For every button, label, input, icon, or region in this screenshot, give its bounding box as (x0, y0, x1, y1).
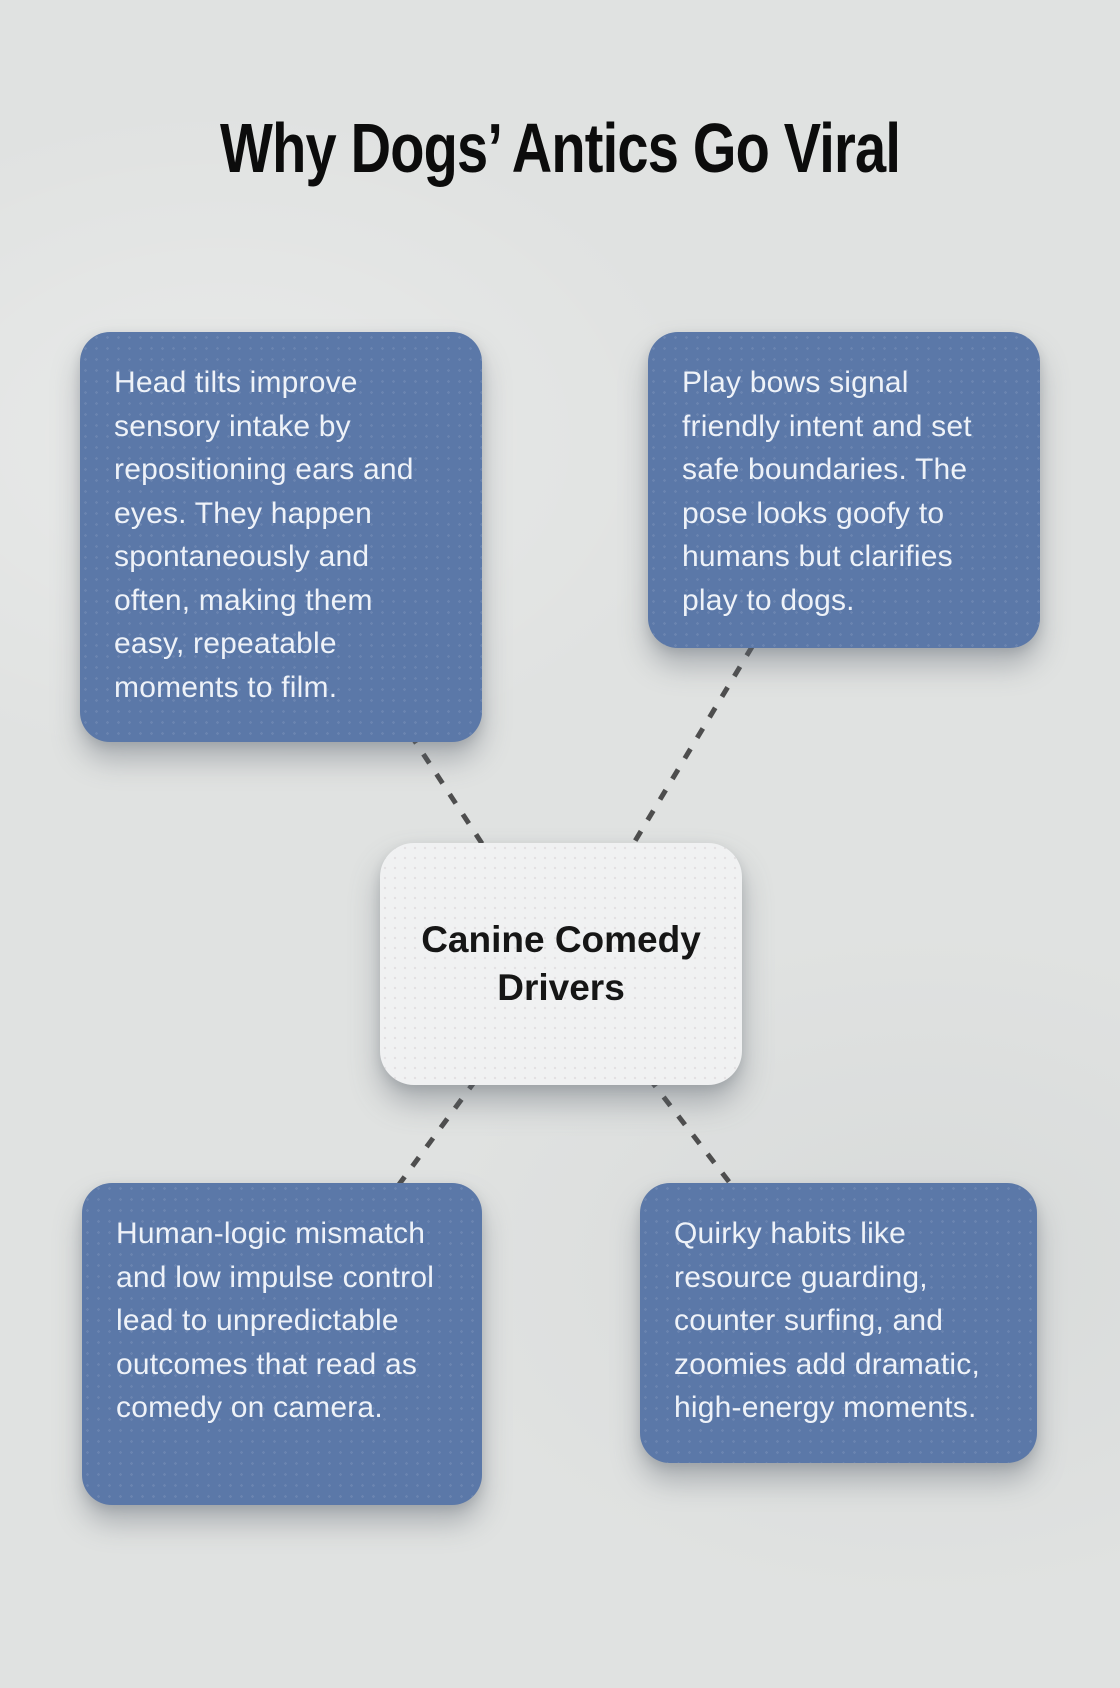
node-play-bows: Play bows signal friendly intent and set… (648, 332, 1040, 648)
diagram-title-text: Why Dogs’ Antics Go Viral (219, 109, 901, 187)
node-human-logic: Human-logic mismatch and low impulse con… (82, 1183, 482, 1505)
node-human-logic-text: Human-logic mismatch and low impulse con… (116, 1217, 435, 1424)
diagram-title: Why Dogs’ Antics Go Viral (0, 98, 1120, 198)
center-node-label: Canine Comedy Drivers (421, 918, 701, 1008)
node-head-tilts: Head tilts improve sensory intake by rep… (80, 332, 482, 742)
node-play-bows-text: Play bows signal friendly intent and set… (682, 366, 972, 617)
node-quirky-habits: Quirky habits like resource guarding, co… (640, 1183, 1037, 1463)
node-quirky-habits-text: Quirky habits like resource guarding, co… (674, 1217, 981, 1424)
center-node: Canine Comedy Drivers (380, 843, 742, 1085)
node-head-tilts-text: Head tilts improve sensory intake by rep… (114, 366, 414, 704)
